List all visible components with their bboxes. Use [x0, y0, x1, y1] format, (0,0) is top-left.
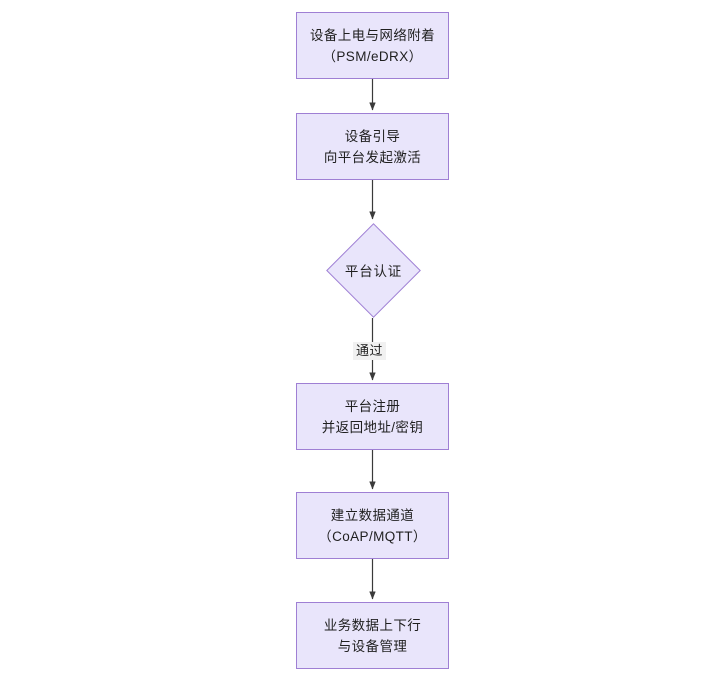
- node-text-line: 设备引导: [344, 128, 401, 144]
- edge-label-pass: 通过: [353, 342, 387, 360]
- node-business-data-and-device-management[interactable]: 业务数据上下行 与设备管理: [296, 602, 449, 669]
- node-text-line: （CoAP/MQTT）: [318, 528, 427, 544]
- node-establish-data-channel[interactable]: 建立数据通道 （CoAP/MQTT）: [296, 492, 449, 559]
- node-text-line: 建立数据通道: [330, 507, 415, 523]
- node-text-line: 平台注册: [344, 398, 401, 414]
- node-platform-authentication[interactable]: 平台认证: [326, 222, 421, 318]
- node-device-power-on[interactable]: 设备上电与网络附着 （PSM/eDRX）: [296, 12, 449, 79]
- node-text-line: 并返回地址/密钥: [321, 419, 424, 435]
- node-text-line: 设备上电与网络附着: [309, 27, 436, 43]
- node-text-line: 与设备管理: [337, 638, 408, 654]
- node-text-line: 平台认证: [344, 264, 403, 279]
- node-device-bootstrap[interactable]: 设备引导 向平台发起激活: [296, 113, 449, 180]
- node-text-line: 业务数据上下行: [323, 617, 422, 633]
- node-text-line: 向平台发起激活: [323, 149, 422, 165]
- node-text-line: （PSM/eDRX）: [322, 48, 423, 64]
- node-platform-registration[interactable]: 平台注册 并返回地址/密钥: [296, 383, 449, 450]
